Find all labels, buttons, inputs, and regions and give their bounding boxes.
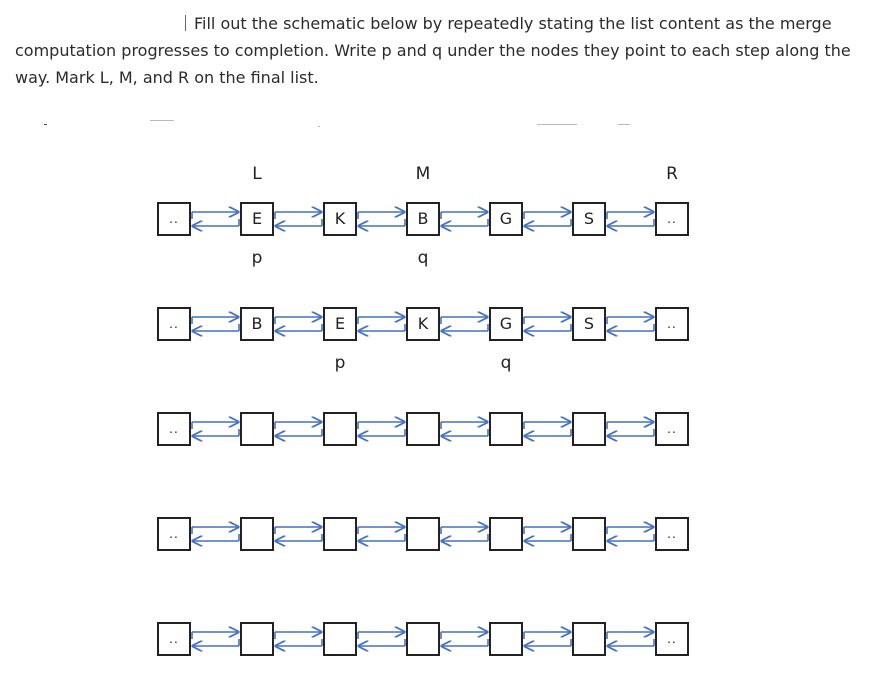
- scan-speck: [618, 124, 630, 125]
- scan-speck: [44, 124, 47, 125]
- list-node: [572, 412, 606, 446]
- list-node: [572, 622, 606, 656]
- list-node: [240, 517, 274, 551]
- list-node: G: [489, 202, 523, 236]
- sentinel-node: ..: [157, 202, 191, 236]
- list-node: G: [489, 307, 523, 341]
- scan-speck: [537, 124, 577, 125]
- list-node: B: [406, 202, 440, 236]
- sentinel-node: ..: [157, 307, 191, 341]
- list-marker-l: L: [252, 164, 262, 184]
- instructions-text: Fill out the schematic below by repeated…: [15, 10, 865, 91]
- list-node: K: [406, 307, 440, 341]
- pointer-label-q: q: [417, 248, 429, 268]
- pointer-label-p: p: [251, 248, 263, 268]
- list-node: [489, 412, 523, 446]
- sentinel-node: ..: [157, 412, 191, 446]
- list-node: [323, 412, 357, 446]
- scan-speck: [318, 126, 320, 127]
- sentinel-node: ..: [157, 517, 191, 551]
- list-node: [406, 412, 440, 446]
- list-node: [489, 622, 523, 656]
- sentinel-node: ..: [655, 517, 689, 551]
- list-node: [406, 622, 440, 656]
- sentinel-node: ..: [655, 202, 689, 236]
- list-node: [489, 517, 523, 551]
- instructions-body: Fill out the schematic below by repeated…: [15, 14, 851, 87]
- sentinel-node: ..: [655, 307, 689, 341]
- list-node: [572, 517, 606, 551]
- list-node: E: [240, 202, 274, 236]
- list-node: E: [323, 307, 357, 341]
- sentinel-node: ..: [655, 412, 689, 446]
- list-node: B: [240, 307, 274, 341]
- list-node: [323, 622, 357, 656]
- scan-speck: [150, 120, 174, 121]
- sentinel-node: ..: [157, 622, 191, 656]
- list-node: [406, 517, 440, 551]
- list-marker-m: M: [415, 164, 431, 184]
- pointer-label-p: p: [334, 353, 346, 373]
- list-node: [240, 622, 274, 656]
- list-node: K: [323, 202, 357, 236]
- text-cursor: [185, 15, 186, 31]
- list-node: S: [572, 202, 606, 236]
- pointer-label-q: q: [500, 353, 512, 373]
- list-node: S: [572, 307, 606, 341]
- list-node: [240, 412, 274, 446]
- list-marker-r: R: [666, 164, 678, 184]
- list-node: [323, 517, 357, 551]
- sentinel-node: ..: [655, 622, 689, 656]
